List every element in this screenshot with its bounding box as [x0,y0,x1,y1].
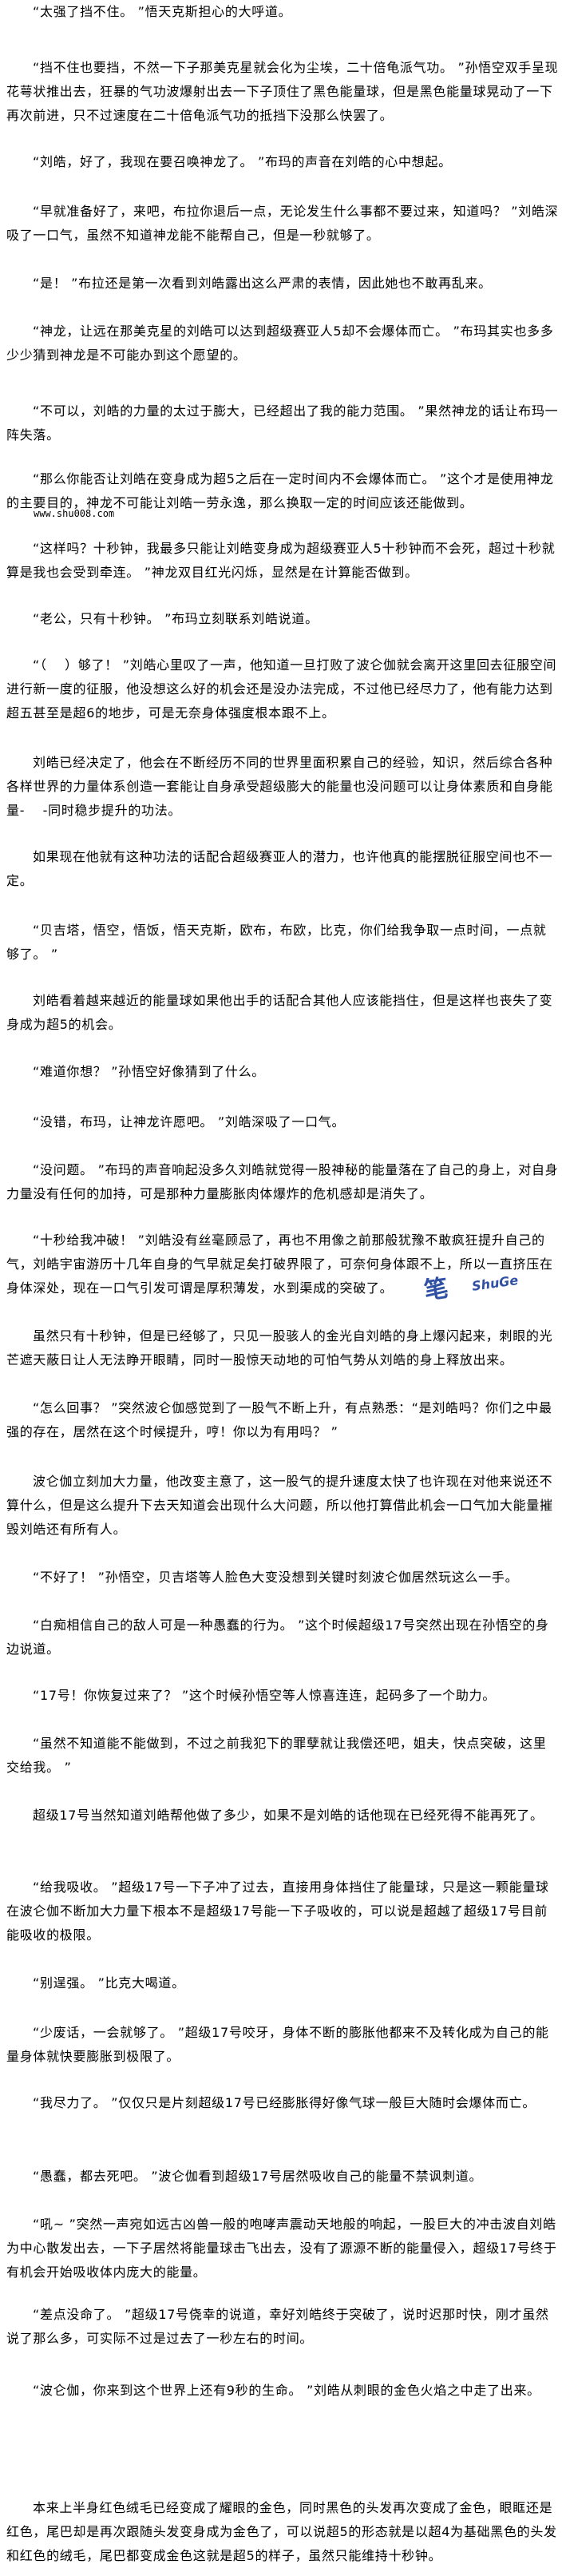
paragraph: “（ ）够了！ ”刘皓心里叹了一声，他知道一旦打败了波仑伽就会离开这里回去征服空… [6,657,557,720]
paragraph: 本来上半身红色绒毛已经变成了耀眼的金色，同时黑色的头发再次变成了金色，眼眶还是红… [6,2500,557,2563]
paragraph: 刘皓看着越来越近的能量球如果他出手的话配合其他人应该能挡住，但是这样也丧失了变身… [6,993,553,1032]
paragraph: “吼~ ”突然一声宛如远古凶兽一般的咆哮声震动天地般的响起，一股巨大的冲击波自刘… [6,2217,557,2280]
paragraph: 如果现在他就有这种功法的话配合超级赛亚人的潜力，也许他真的能摆脱征服空间也不一定… [6,849,553,888]
paragraph: “那么你能否让刘皓在变身成为超5之后在一定时间内不会爆体而亡。 ”这个才是使用神… [6,471,554,510]
paragraph: “神龙，让远在那美克星的刘皓可以达到超级赛亚人5却不会爆体而亡。 ”布玛其实也多… [6,323,554,363]
paragraph: “没错，布玛，让神龙许愿吧。 ”刘皓深吸了一口气。 [33,1114,346,1129]
paragraph: “17号！你恢复过来了？ ”这个时候孙悟空等人惊喜连连，起码多了一个助力。 [33,1688,496,1703]
paragraph: “挡不住也要挡，不然一下子那美克星就会化为尘埃，二十倍龟派气功。 ”孙悟空双手呈… [6,60,559,123]
paragraph: “我尽力了。 ”仅仅只是片刻超级17号已经膨胀得好像气球一般巨大随时会爆体而亡。 [33,2095,536,2110]
paragraph: “差点没命了。 ”超级17号侥幸的说道，幸好刘皓终于突破了，说时迟那时快，刚才虽… [6,2307,549,2346]
paragraph: “少废话，一会就够了。 ”超级17号咬牙，身体不断的膨胀他都来不及转化成为自己的… [6,2025,549,2064]
paragraph: “白痴相信自己的敌人可是一种愚蠢的行为。 ”这个时候超级17号突然出现在孙悟空的… [6,1617,549,1657]
paragraph: “给我吸收。 ”超级17号一下子冲了过去，直接用身体挡住了能量球，只是这一颗能量… [6,1879,549,1943]
paragraph: “老公，只有十秒钟。 ”布玛立刻联系刘皓说道。 [33,611,319,626]
paragraph: “不可以，刘皓的力量的太过于膨大，已经超出了我的能力范围。 ”果然神龙的话让布玛… [6,403,559,443]
paragraph: “怎么回事？ ”突然波仑伽感觉到了一股气不断上升，有点熟悉：“是刘皓吗？你们之中… [6,1400,552,1439]
paragraph: “这样吗？十秒钟，我最多只能让刘皓变身成为超级赛亚人5十秒钟而不会死，超过十秒就… [6,541,556,580]
paragraph: 波仑伽立刻加大力量，他改变主意了，这一股气的提升速度太快了也许现在对他来说还不算… [6,1474,553,1537]
paragraph: “难道你想？ ”孙悟空好像猜到了什么。 [33,1064,265,1079]
paragraph: “刘皓，好了，我现在要召唤神龙了。 ”布玛的声音在刘皓的心中想起。 [33,154,452,169]
paragraph: “十秒给我冲破！ ”刘皓没有丝毫顾忌了，再也不用像之前那般犹豫不敢疯狂提升自己的… [6,1232,553,1296]
paragraph: 虽然只有十秒钟，但是已经够了，只见一股骇人的金光自刘皓的身上爆闪起来，刺眼的光芒… [6,1328,553,1367]
paragraph: “太强了挡不住。 ”悟天克斯担心的大呼道。 [33,4,292,19]
paragraph: “别逞强。 ”比克大喝道。 [33,1975,185,1991]
paragraph: “不好了！ ”孙悟空，贝吉塔等人脸色大变没想到关键时刻波仑伽居然玩这么一手。 [33,1570,519,1585]
paragraph: “没问题。 ”布玛的声音响起没多久刘皓就觉得一股神秘的能量落在了自己的身上，对自… [6,1162,559,1201]
site-url-text: www.shu008.com [34,508,115,519]
paragraph: “虽然不知道能不能做到，不过之前我犯下的罪孽就让我偿还吧，姐夫，快点突破，这里交… [6,1736,547,1775]
paragraph: “波仑伽，你来到这个世界上还有9秒的生命。 ”刘皓从刺眼的金色火焰之中走了出来。 [33,2383,540,2398]
paragraph: “早就准备好了，来吧，布拉你退后一点，无论发生什么事都不要过来，知道吗？ ”刘皓… [6,204,559,243]
paragraph: “贝吉塔，悟空，悟饭，悟天克斯，欧布，布欧，比克，你们给我争取一点时间，一点就够… [6,923,547,962]
paragraph: 超级17号当然知道刘皓帮他做了多少，如果不是刘皓的话他现在已经死得不能再死了。 [33,1808,544,1823]
paragraph: “是！ ”布拉还是第一次看到刘皓露出这么严肃的表情，因此她也不敢再乱来。 [33,276,492,291]
paragraph: “愚蠢，都去死吧。 ”波仑伽看到超级17号居然吸收自己的能量不禁讽刺道。 [33,2169,483,2184]
paragraph: 刘皓已经决定了，他会在不断经历不同的世界里面积累自己的经验，知识，然后综合各种各… [6,755,553,818]
